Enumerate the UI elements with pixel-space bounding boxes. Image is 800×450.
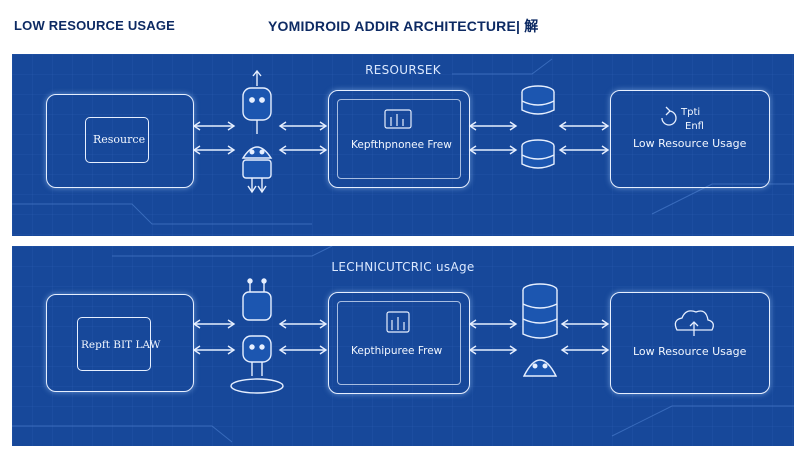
bottom-diagram-panel: LECHNICUTCRIC usAge Repft BIT LAW Kepthi…: [12, 246, 794, 446]
bottom-source-label: Repft BIT LAW: [81, 339, 161, 351]
blueprint-grid: [12, 54, 794, 236]
database-icon: [522, 283, 558, 339]
panel-divider: [0, 238, 800, 244]
top-right-line1: Tpti: [681, 107, 701, 118]
top-right-label: Low Resource Usage: [633, 137, 747, 150]
database-icon: [521, 85, 555, 169]
top-right-box: Tpti Enfl Low Resource Usage: [610, 90, 770, 188]
bottom-panel-title: LECHNICUTCRIC usAge: [331, 260, 475, 274]
page-title-left: LOW RESOURCE USAGE: [14, 18, 176, 33]
top-middle-label: Kepfthpnonee Frew: [351, 139, 452, 151]
top-diagram-panel: RESOURSEK Resource Kepfthpnonee Frew Tpt…: [12, 54, 794, 236]
bottom-source-inner: [77, 317, 151, 371]
top-panel-title: RESOURSEK: [365, 63, 441, 77]
bot-head-icon: [522, 359, 558, 377]
top-connectors: [192, 69, 677, 194]
top-source-box: Resource: [46, 94, 194, 188]
top-middle-box: Kepfthpnonee Frew: [328, 90, 470, 188]
blueprint-grid: [12, 246, 794, 446]
top-source-label: Resource: [93, 133, 146, 146]
document-icon: [386, 311, 410, 333]
top-middle-inner: [337, 99, 461, 179]
cloud-icon: [674, 310, 714, 336]
bottom-middle-box: Kepthipuree Frew: [328, 292, 470, 394]
bottom-connectors: [192, 278, 714, 394]
header-bar: LOW RESOURCE USAGE YOMIDROID ADDIR ARCHI…: [0, 0, 800, 48]
robot-icon: [242, 69, 272, 134]
bottom-source-box: Repft BIT LAW: [46, 294, 194, 392]
bottom-right-box: Low Resource Usage: [610, 292, 770, 394]
refresh-icon: [661, 106, 677, 126]
bottom-middle-label: Kepthipuree Frew: [351, 345, 443, 357]
android-icon: [241, 146, 273, 194]
bottom-right-label: Low Resource Usage: [633, 345, 747, 358]
top-source-inner: [85, 117, 149, 163]
top-right-line2: Enfl: [685, 121, 704, 132]
chart-bars-icon: [384, 109, 412, 129]
robot-icon: [242, 278, 272, 321]
android-icon: [230, 335, 284, 394]
page-title-center: YOMIDROID ADDIR ARCHITECTURE| 解: [268, 18, 539, 34]
bottom-middle-inner: [337, 301, 461, 385]
